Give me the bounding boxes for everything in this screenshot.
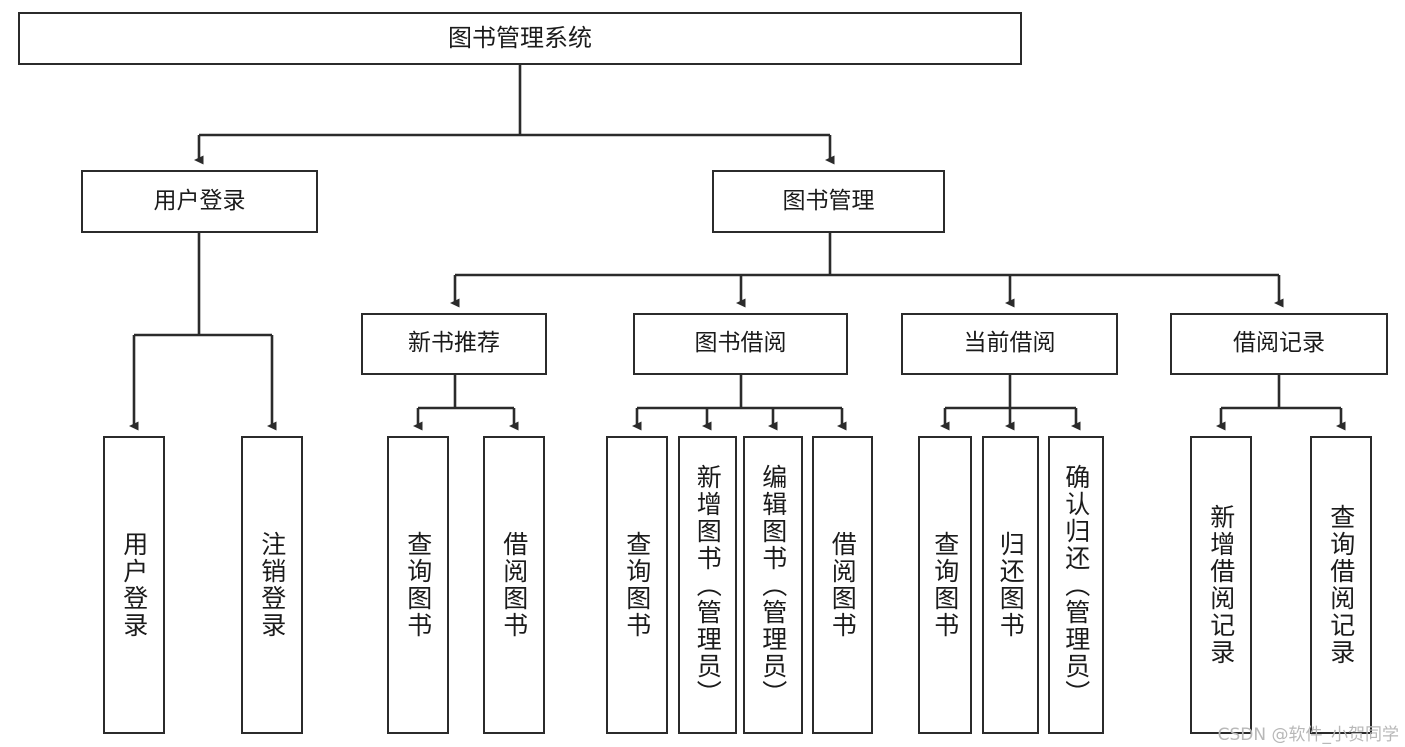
leaf-add-book-label: 新增图书（管理员）: [693, 463, 723, 707]
node-user-login[interactable]: 用户登录: [81, 170, 318, 233]
leaf-edit-book-label: 编辑图书（管理员）: [758, 463, 788, 707]
leaf-borrow-book-2[interactable]: 借阅图书: [812, 436, 873, 734]
leaf-query-book-2[interactable]: 查询图书: [606, 436, 668, 734]
watermark-text: CSDN @软件_小贺同学: [1217, 725, 1399, 745]
leaf-add-book[interactable]: 新增图书（管理员）: [678, 436, 737, 734]
leaf-confirm-return-label: 确认归还（管理员）: [1061, 463, 1091, 707]
leaf-return-book-label: 归还图书: [996, 531, 1026, 639]
leaf-query-record[interactable]: 查询借阅记录: [1310, 436, 1372, 734]
node-new-book-recommend[interactable]: 新书推荐: [361, 313, 547, 375]
leaf-query-book-3[interactable]: 查询图书: [918, 436, 972, 734]
leaf-query-record-label: 查询借阅记录: [1326, 504, 1356, 666]
node-book-borrow[interactable]: 图书借阅: [633, 313, 848, 375]
node-book-manage[interactable]: 图书管理: [712, 170, 945, 233]
node-book-manage-label: 图书管理: [782, 187, 875, 214]
leaf-edit-book[interactable]: 编辑图书（管理员）: [743, 436, 803, 734]
leaf-add-record[interactable]: 新增借阅记录: [1190, 436, 1252, 734]
node-current-borrow-label: 当前借阅: [963, 330, 1056, 357]
node-root[interactable]: 图书管理系统: [18, 12, 1022, 65]
leaf-query-book-1-label: 查询图书: [403, 531, 433, 639]
leaf-user-login-label: 用户登录: [119, 531, 149, 639]
leaf-borrow-book-1-label: 借阅图书: [499, 531, 529, 639]
leaf-query-book-1[interactable]: 查询图书: [387, 436, 449, 734]
leaf-query-book-3-label: 查询图书: [930, 531, 960, 639]
node-borrow-record-label: 借阅记录: [1233, 330, 1325, 357]
leaf-borrow-book-2-label: 借阅图书: [828, 531, 858, 639]
leaf-user-login[interactable]: 用户登录: [103, 436, 165, 734]
leaf-return-book[interactable]: 归还图书: [982, 436, 1039, 734]
node-root-label: 图书管理系统: [448, 24, 592, 53]
node-user-login-label: 用户登录: [153, 187, 246, 214]
leaf-confirm-return[interactable]: 确认归还（管理员）: [1048, 436, 1104, 734]
leaf-add-record-label: 新增借阅记录: [1206, 504, 1236, 666]
node-borrow-record[interactable]: 借阅记录: [1170, 313, 1388, 375]
node-book-borrow-label: 图书借阅: [694, 330, 787, 357]
node-current-borrow[interactable]: 当前借阅: [901, 313, 1118, 375]
leaf-logout-label: 注销登录: [257, 531, 287, 639]
leaf-logout[interactable]: 注销登录: [241, 436, 303, 734]
node-new-book-recommend-label: 新书推荐: [408, 330, 500, 357]
leaf-borrow-book-1[interactable]: 借阅图书: [483, 436, 545, 734]
leaf-query-book-2-label: 查询图书: [622, 531, 652, 639]
